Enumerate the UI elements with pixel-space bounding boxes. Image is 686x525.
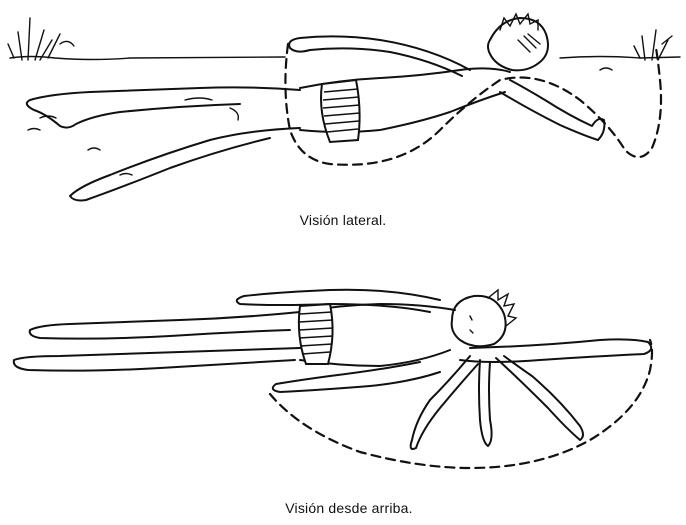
head-lateral: [488, 18, 548, 70]
head-top: [452, 296, 506, 346]
arm-side-top: [273, 362, 440, 392]
grass-tuft-right: [634, 30, 672, 60]
grass-tuft-left: [8, 18, 74, 60]
arm-sweep-positions: [411, 356, 583, 449]
arm-raised-lateral: [289, 36, 470, 76]
legs-top: [14, 312, 300, 371]
top-view: [14, 290, 652, 468]
lateral-view: [8, 14, 680, 201]
arm-extended-top: [460, 339, 651, 362]
legs-lateral: [27, 87, 300, 200]
arm-back-top: [237, 290, 440, 312]
caption-lateral-view: Visión lateral.: [0, 212, 686, 228]
caption-top-view: Visión desde arriba.: [6, 500, 686, 516]
water-line: [10, 57, 680, 60]
arm-lower-lateral: [500, 80, 604, 140]
